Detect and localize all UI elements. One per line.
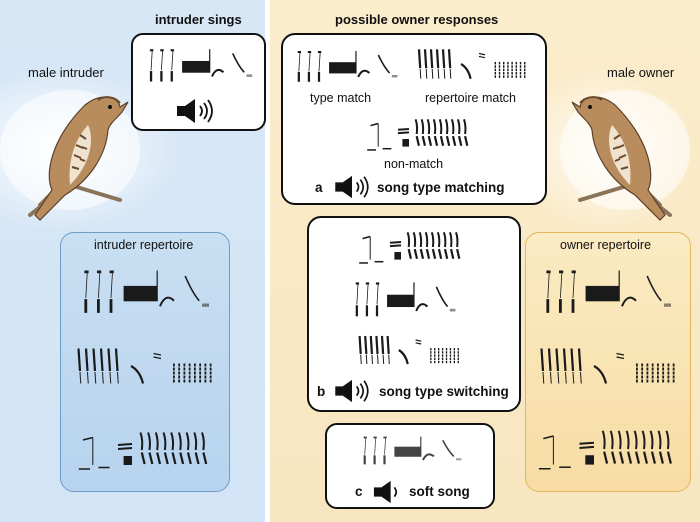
sonogram (78, 432, 208, 470)
intruder-repertoire-box: intruder repertoire (60, 232, 230, 492)
song-type-matching-label: song type matching (377, 180, 505, 195)
non-match-label: non-match (384, 157, 444, 171)
owner-repertoire-label: owner repertoire (560, 238, 652, 252)
male-intruder-label: male intruder (28, 65, 104, 80)
owner-responses-header: possible owner responses (335, 12, 499, 27)
sonogram (297, 51, 398, 82)
speaker-soft-icon (373, 480, 398, 504)
soft-song-box: c soft song (325, 423, 495, 509)
soft-song-label: soft song (409, 484, 470, 499)
speaker-loud-icon (335, 379, 369, 403)
sonogram (363, 436, 462, 465)
sonogram (77, 348, 212, 384)
owner-repertoire-box: owner repertoire (525, 232, 691, 492)
intruder-song-box (131, 33, 266, 131)
type-match-label: type match (310, 91, 372, 105)
intruder-sparrow-illustration (0, 90, 140, 221)
song-type-matching-box: type match repertoire match non-match a … (281, 33, 547, 205)
sonogram (538, 430, 672, 470)
male-owner-label: male owner (607, 65, 675, 80)
sonogram (358, 335, 459, 365)
response-letter-b: b (317, 384, 326, 399)
intruder-repertoire-label: intruder repertoire (94, 238, 194, 252)
song-type-switching-box: b song type switching (307, 216, 521, 412)
sonogram (84, 270, 209, 313)
sonogram (355, 282, 456, 317)
sonogram (149, 49, 253, 82)
sonogram (546, 270, 671, 313)
repertoire-match-label: repertoire match (425, 91, 517, 105)
sonogram (540, 348, 675, 384)
sonogram (367, 118, 469, 151)
sonogram (359, 231, 461, 264)
owner-sparrow-illustration (560, 90, 690, 221)
response-letter-c: c (355, 484, 363, 499)
song-type-switching-label: song type switching (379, 384, 509, 399)
sonogram (417, 49, 526, 79)
response-letter-a: a (315, 180, 323, 195)
speaker-loud-icon (177, 99, 213, 123)
intruder-sings-header: intruder sings (155, 12, 242, 27)
speaker-loud-icon (335, 175, 369, 199)
